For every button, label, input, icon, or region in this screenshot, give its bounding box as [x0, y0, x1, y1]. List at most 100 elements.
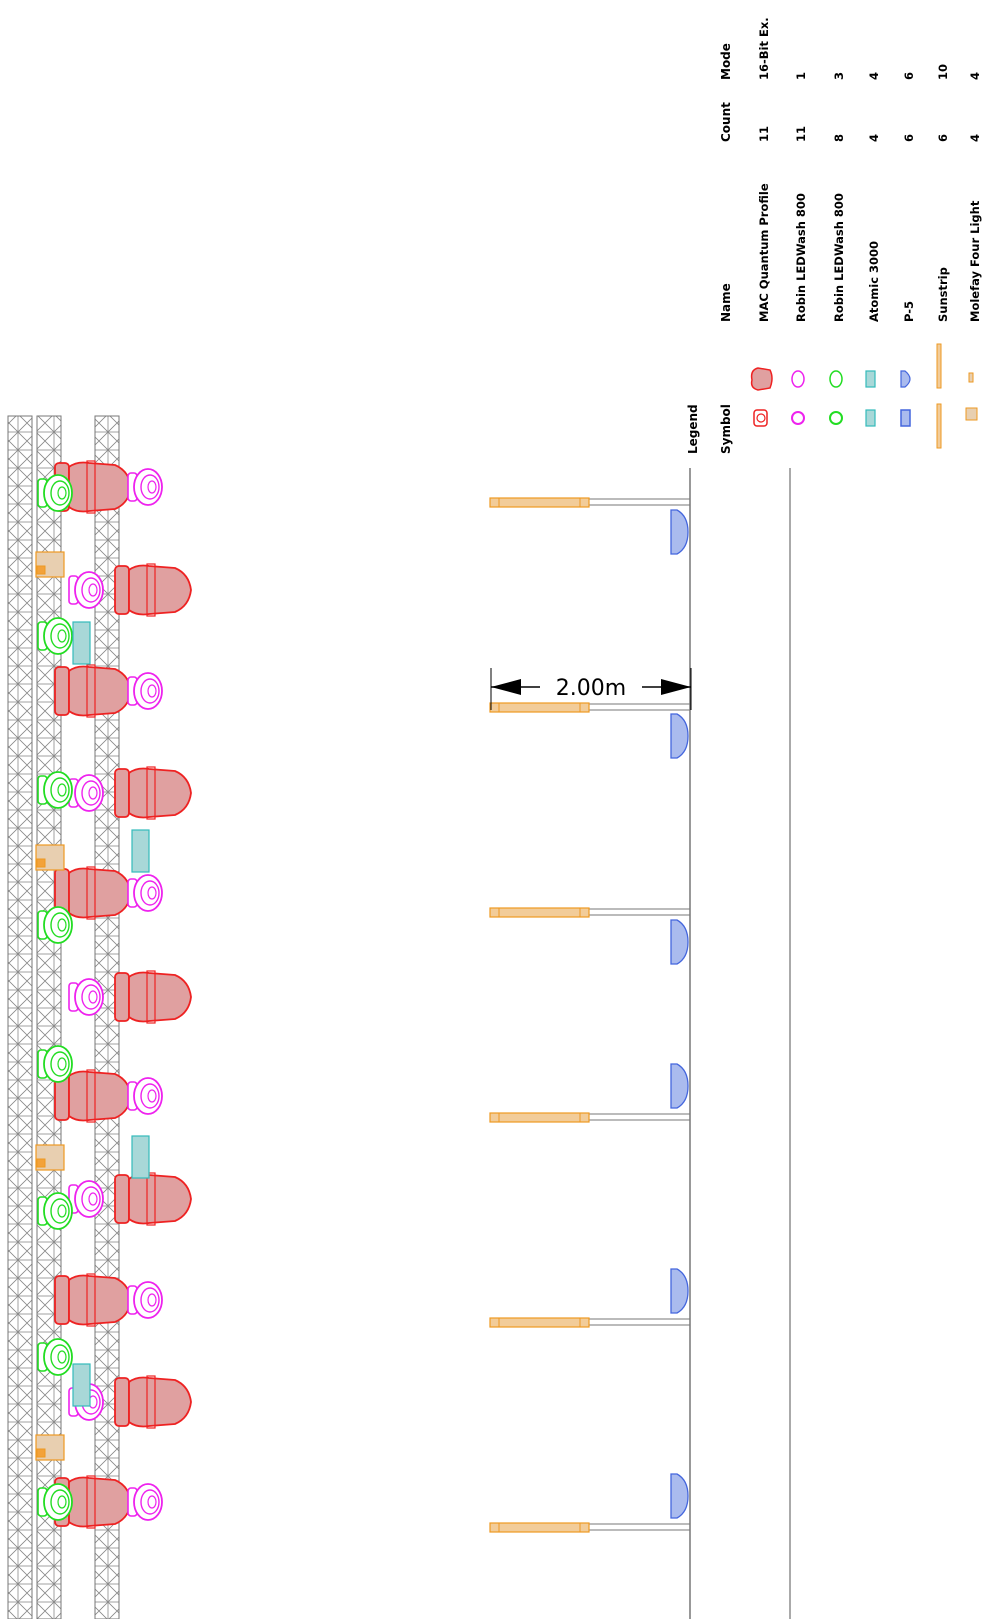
mac-body	[68, 867, 132, 919]
boom-position	[489, 907, 690, 918]
mac-band	[146, 970, 156, 1024]
legend-row-count: 6	[902, 134, 916, 142]
molefay-four-light-icon	[35, 1144, 65, 1171]
p5-icon	[670, 1473, 689, 1519]
wash-lens	[50, 623, 70, 649]
wash-center	[88, 990, 98, 1004]
wash-lens	[50, 777, 70, 803]
boom-position	[489, 1317, 690, 1328]
wash-center	[88, 1192, 98, 1206]
symbol-top-view	[753, 409, 768, 427]
legend-row-mode: 10	[936, 64, 950, 80]
mac-quantum-profile-icon	[114, 1172, 192, 1226]
legend-row-name: MAC Quantum Profile	[757, 183, 771, 322]
legend-row-count: 4	[968, 134, 982, 142]
wash-center	[88, 786, 98, 800]
sunstrip-icon	[489, 1522, 590, 1533]
boom-position	[489, 1112, 690, 1123]
mac-band	[146, 563, 156, 617]
robin-ledwash-800-icon	[127, 1483, 163, 1521]
boom-position	[489, 702, 690, 713]
symbol-side-view	[865, 370, 876, 388]
legend-row-name: Atomic 3000	[867, 241, 881, 322]
robin-ledwash-800-icon	[127, 468, 163, 506]
mac-band	[86, 664, 96, 718]
mac-yoke	[114, 768, 130, 818]
mac-body	[128, 1376, 192, 1428]
symbol-top-view	[965, 407, 978, 421]
molefay-bracket	[36, 1158, 46, 1168]
wash-lens	[50, 1489, 70, 1515]
symbol-side-view	[936, 343, 942, 389]
legend-row-count: 11	[794, 126, 808, 142]
robin-ledwash-800-icon	[127, 874, 163, 912]
wash-center	[147, 480, 157, 494]
mac-band	[86, 866, 96, 920]
sunstrip-body	[489, 702, 590, 713]
mac-body	[68, 1274, 132, 1326]
wash-lens	[50, 1344, 70, 1370]
mac-band	[146, 1375, 156, 1429]
molefay-bracket	[36, 1448, 46, 1458]
mac-body	[68, 665, 132, 717]
wash-lens	[50, 912, 70, 938]
p5-icon	[670, 1268, 689, 1314]
truss-group	[7, 415, 120, 1619]
sunstrip-cap-right	[579, 497, 590, 508]
mac-band	[146, 1172, 156, 1226]
legend-row: P-566	[900, 72, 916, 427]
boom-position	[489, 1522, 690, 1533]
wash-center	[147, 1495, 157, 1509]
wash-center	[57, 629, 67, 643]
legend-row-mode: 4	[867, 72, 881, 80]
sunstrip-body	[489, 1112, 590, 1123]
mac-yoke	[114, 565, 130, 615]
p5-icon	[670, 919, 689, 965]
molefay-four-light-icon	[35, 844, 65, 871]
atomic-3000-icon	[72, 621, 91, 665]
legend-header-count: Count	[719, 102, 733, 142]
mac-quantum-profile-icon	[114, 563, 192, 617]
mac-quantum-profile-icon	[54, 1273, 132, 1327]
legend-row: Atomic 3000 4 4	[865, 72, 881, 427]
legend-row-name: Molefay Four Light	[968, 200, 982, 322]
robin-ledwash-800-icon	[37, 1483, 73, 1521]
legend-row-mode: 4	[968, 72, 982, 80]
mac-yoke	[54, 1275, 70, 1325]
robin-ledwash-800-icon	[37, 1192, 73, 1230]
mac-body	[128, 767, 192, 819]
sunstrip-icon	[489, 702, 590, 713]
legend-row-name: Robin LEDWash 800	[794, 193, 808, 322]
symbol-side-view	[900, 370, 911, 388]
legend-row-name: P-5	[902, 301, 916, 322]
sunstrip-cap-left	[489, 1522, 500, 1533]
mac-band	[86, 460, 96, 514]
wash-lens	[81, 984, 101, 1010]
wash-center	[57, 1204, 67, 1218]
boom-layer	[489, 497, 690, 1533]
wash-center	[147, 684, 157, 698]
mac-quantum-profile-icon	[54, 664, 132, 718]
mac-body	[128, 564, 192, 616]
sunstrip-cap-right	[579, 702, 590, 713]
wash-center	[57, 486, 67, 500]
wash-center	[57, 1495, 67, 1509]
wash-lens	[140, 1083, 160, 1109]
symbol-side-view	[968, 372, 974, 383]
legend-row-count: 6	[936, 134, 950, 142]
wash-center	[147, 886, 157, 900]
sunstrip-cap-left	[489, 702, 500, 713]
robin-ledwash-800-icon	[127, 1281, 163, 1319]
wash-lens	[140, 474, 160, 500]
robin-ledwash-800-icon	[68, 1180, 104, 1218]
wash-lens	[140, 880, 160, 906]
sunstrip-cap-right	[579, 1317, 590, 1328]
truss-left	[7, 415, 33, 1619]
wash-lens	[140, 1287, 160, 1313]
legend-header-symbol: Symbol	[719, 404, 733, 454]
legend-row-count: 4	[867, 134, 881, 142]
dimension-label: 2.00m	[556, 676, 626, 701]
